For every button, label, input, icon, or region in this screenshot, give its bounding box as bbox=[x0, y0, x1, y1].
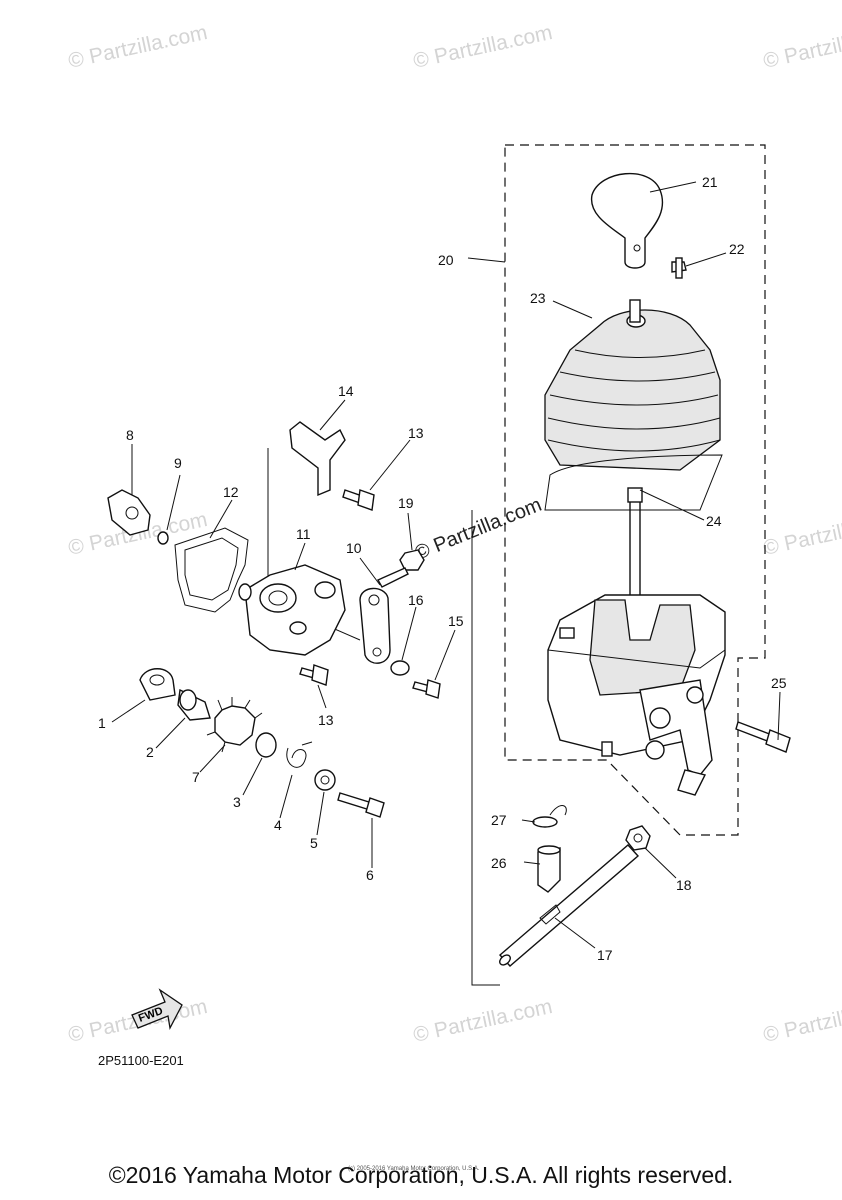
gasket-12 bbox=[174, 527, 249, 613]
callout-4: 4 bbox=[274, 817, 282, 833]
assembly-bracket-line bbox=[471, 510, 500, 986]
knob-screw bbox=[671, 257, 687, 279]
callout-5: 5 bbox=[310, 835, 318, 851]
callout-7: 7 bbox=[192, 769, 200, 785]
callout-numbers: 1 2 3 4 5 6 7 8 9 10 11 12 13 13 14 15 1… bbox=[98, 174, 787, 963]
callout-23: 23 bbox=[530, 290, 546, 306]
watermark-top-left: © Partzilla.com bbox=[66, 21, 209, 73]
bolt-15 bbox=[412, 679, 441, 699]
callout-13-lower: 13 bbox=[318, 712, 334, 728]
gear-7 bbox=[206, 697, 263, 753]
fwd-arrow: FWD bbox=[131, 988, 183, 1031]
o-ring-9 bbox=[157, 531, 169, 545]
callout-15: 15 bbox=[448, 613, 464, 629]
callout-8: 8 bbox=[126, 427, 134, 443]
washer-5 bbox=[314, 769, 336, 791]
callout-22: 22 bbox=[729, 241, 745, 257]
watermark-bottom-center: © Partzilla.com bbox=[411, 995, 554, 1047]
washer-3 bbox=[255, 732, 277, 758]
callout-26: 26 bbox=[491, 855, 507, 871]
watermarks: © Partzilla.com © Partzilla.com © Partzi… bbox=[66, 21, 842, 1047]
callout-11: 11 bbox=[296, 526, 311, 542]
callout-21: 21 bbox=[702, 174, 718, 190]
copyright-notice: ©2016 Yamaha Motor Corporation, U.S.A. A… bbox=[108, 1162, 734, 1188]
callout-13-upper: 13 bbox=[408, 425, 424, 441]
callout-3: 3 bbox=[233, 794, 241, 810]
bolt-13-lower bbox=[299, 664, 329, 686]
spring-4 bbox=[286, 741, 313, 768]
nut-19 bbox=[399, 549, 425, 571]
bolt-6 bbox=[337, 792, 385, 818]
watermark-top-right: © Partzilla.com bbox=[761, 21, 842, 73]
boot-clip-ring bbox=[544, 454, 723, 511]
cam-1 bbox=[139, 668, 176, 701]
bolt-25 bbox=[735, 721, 791, 753]
callout-14: 14 bbox=[338, 383, 354, 399]
shift-gate-housing bbox=[547, 594, 726, 796]
watermark-top-center: © Partzilla.com bbox=[411, 21, 554, 73]
bracket-14 bbox=[289, 421, 346, 497]
callout-10: 10 bbox=[346, 540, 362, 556]
collar-2 bbox=[177, 688, 211, 721]
lever-10 bbox=[359, 567, 409, 664]
callout-19: 19 bbox=[398, 495, 414, 511]
callout-6: 6 bbox=[366, 867, 374, 883]
callout-25: 25 bbox=[771, 675, 787, 691]
callout-27: 27 bbox=[491, 812, 507, 828]
callout-17: 17 bbox=[597, 947, 613, 963]
diagram-code: 2P51100-E201 bbox=[98, 1053, 184, 1068]
watermark-center: © Partzilla.com bbox=[412, 494, 545, 565]
shift-rod bbox=[627, 299, 643, 611]
callout-12: 12 bbox=[223, 484, 239, 500]
leader-lines bbox=[111, 181, 781, 949]
callout-9: 9 bbox=[174, 455, 182, 471]
bolt-13-upper bbox=[342, 489, 375, 511]
sleeve-26 bbox=[537, 845, 561, 893]
switch-8 bbox=[107, 489, 151, 536]
clip-27 bbox=[532, 805, 567, 828]
shift-knob bbox=[590, 172, 664, 269]
callout-1: 1 bbox=[98, 715, 106, 731]
callout-2: 2 bbox=[146, 744, 154, 760]
nut-18 bbox=[625, 825, 651, 851]
shift-boot bbox=[544, 309, 721, 471]
small-copyright: (c) 2005-2016 Yamaha Motor Corporation, … bbox=[348, 1166, 480, 1172]
watermark-mid-right: © Partzilla.com bbox=[761, 508, 842, 560]
assembly-20-boundary bbox=[504, 144, 766, 836]
shift-rod-17 bbox=[498, 844, 640, 967]
callout-20: 20 bbox=[438, 252, 454, 268]
washer-16 bbox=[390, 660, 410, 676]
callout-24: 24 bbox=[706, 513, 722, 529]
leader-20 bbox=[467, 257, 506, 263]
callout-18: 18 bbox=[676, 877, 692, 893]
watermark-bottom-right: © Partzilla.com bbox=[761, 995, 842, 1047]
housing-11 bbox=[238, 564, 346, 656]
callout-16: 16 bbox=[408, 592, 424, 608]
